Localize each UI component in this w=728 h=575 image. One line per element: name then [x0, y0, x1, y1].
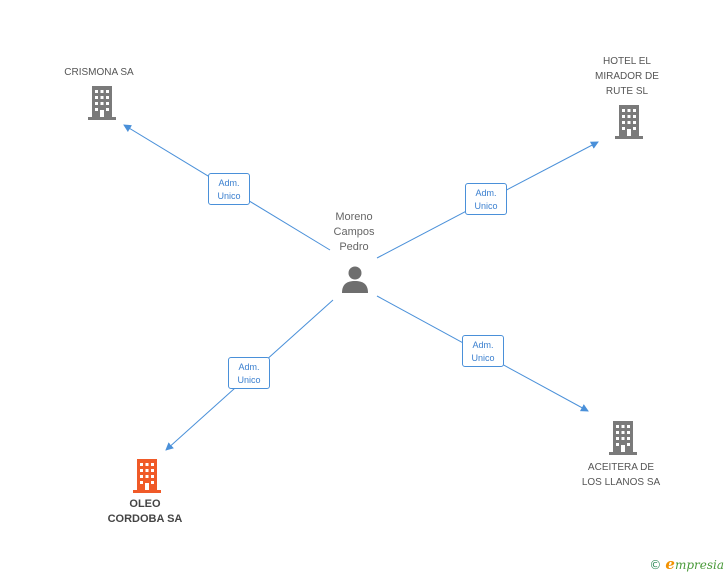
role-badge-hotel[interactable]: Adm. Unico — [465, 183, 507, 215]
empresia-logo: ©empresia — [649, 555, 724, 573]
brand-text: mpresia — [674, 558, 724, 572]
company-label-oleo: OLEO CORDOBA SA — [107, 498, 183, 525]
role-badge-oleo[interactable]: Adm. Unico — [228, 357, 270, 389]
company-label-hotel: HOTEL EL MIRADOR DE RUTE SL — [595, 56, 659, 97]
brand-e: e — [665, 555, 675, 573]
building-icon[interactable] — [86, 86, 118, 120]
building-icon[interactable] — [613, 105, 645, 139]
person-icon[interactable] — [341, 265, 369, 293]
building-icon[interactable] — [607, 421, 639, 455]
role-badge-aceitera[interactable]: Adm. Unico — [462, 335, 504, 367]
person-name: Moreno Campos Pedro — [333, 211, 375, 253]
role-badge-crismona[interactable]: Adm. Unico — [208, 173, 250, 205]
company-label-crismona: CRISMONA SA — [64, 67, 134, 78]
copyright-icon: © — [649, 558, 662, 572]
company-label-aceitera: ACEITERA DE LOS LLANOS SA — [581, 462, 661, 488]
building-icon-highlight[interactable] — [131, 459, 163, 493]
